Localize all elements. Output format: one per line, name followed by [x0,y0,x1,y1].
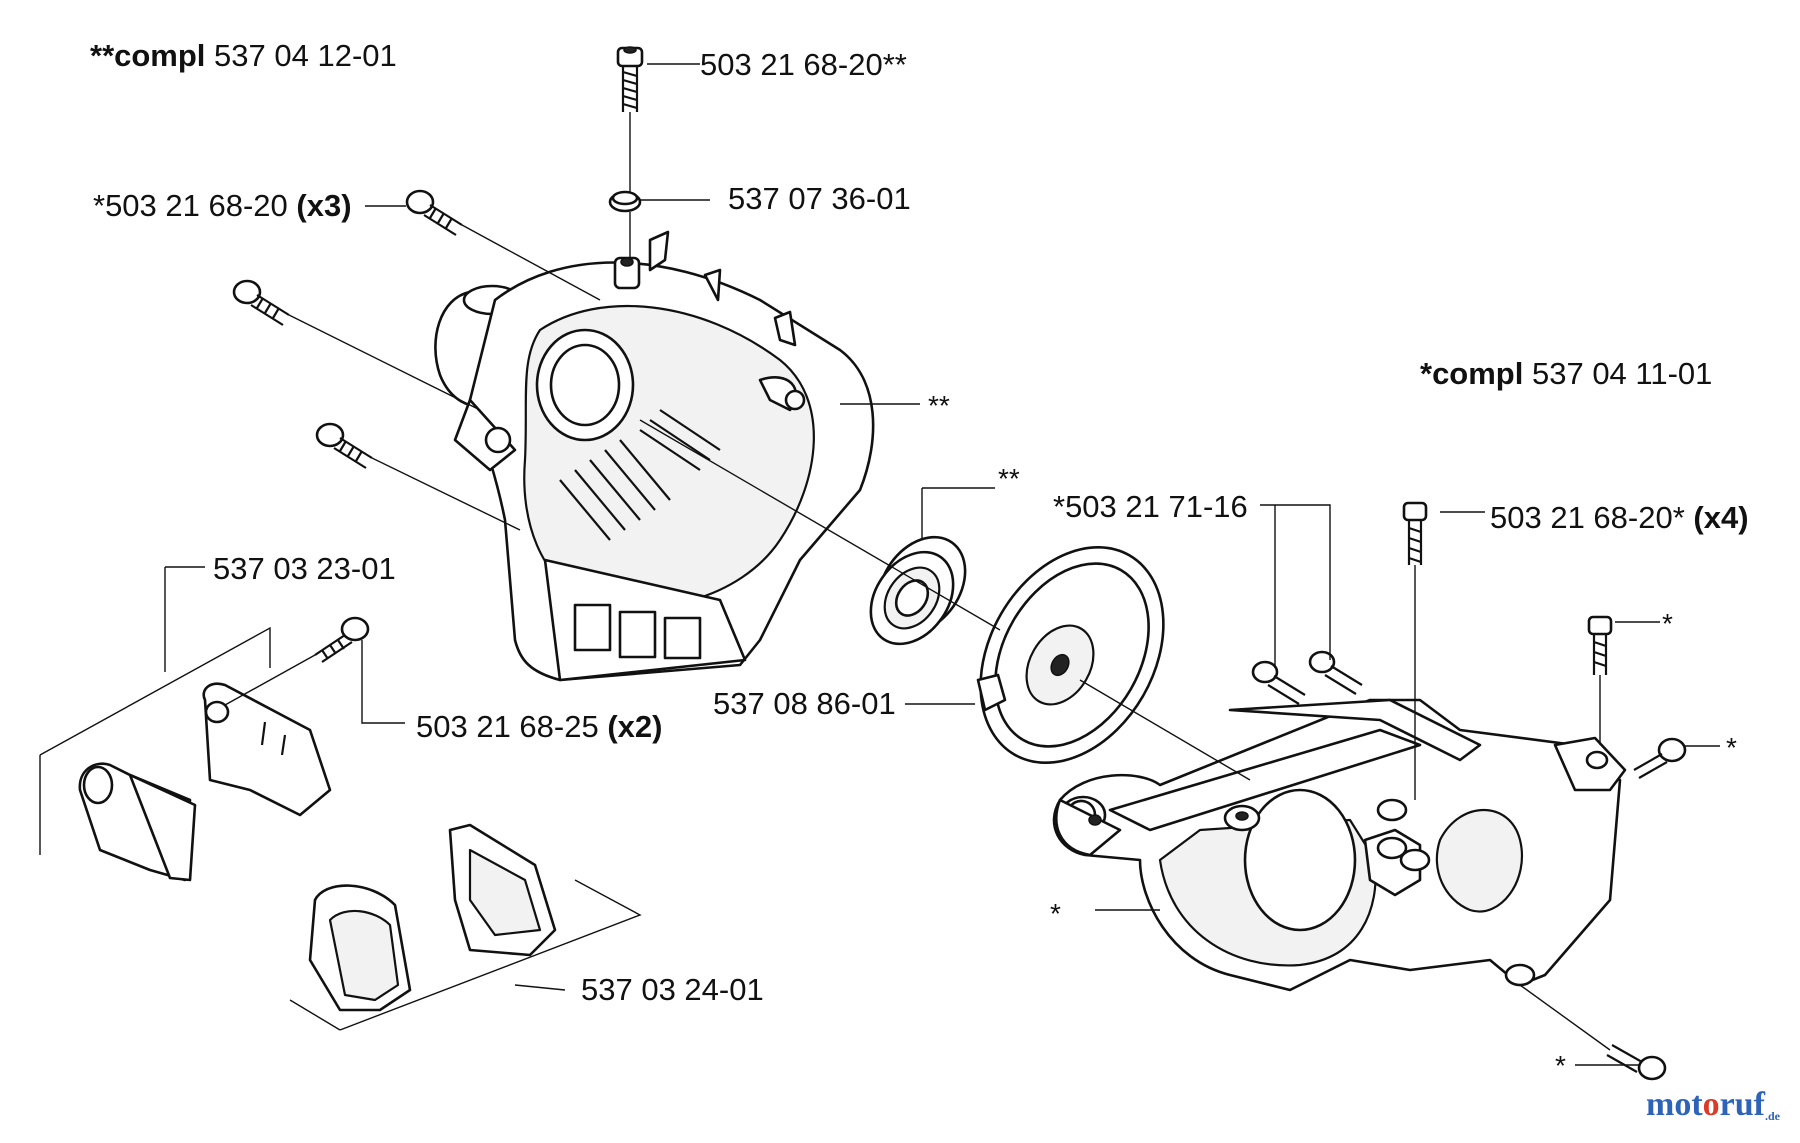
label-bolt-right-qty: (x4) [1693,500,1749,535]
watermark-part3: ruf [1719,1086,1765,1123]
bolt-left-3 [315,422,373,469]
label-compl-upper-number: 537 04 12-01 [214,38,397,73]
bolt-right-vertical [1402,501,1428,565]
mark-bottom-bolt: * [1555,1050,1566,1081]
label-clip: 537 07 36-01 [728,181,911,216]
bolt-top [616,46,644,112]
screws-mid-pair [1251,650,1363,705]
circlip [608,190,642,213]
bolt-left-2 [232,279,290,326]
bracket-lower-pair [308,823,557,1012]
bolt-right-1 [1587,615,1613,675]
label-bolts-left-qty: (x3) [296,188,352,223]
label-bolt-top: 503 21 68-20** [700,47,907,82]
label-bolts-left-number: *503 21 68-20 [93,188,288,223]
mark-lower-housing: * [1050,898,1061,929]
watermark-logo: motoruf.de [1646,1086,1780,1124]
mark-bearing: ** [998,463,1020,494]
mark-right-bolt2: * [1726,732,1737,763]
label-screw-bracket-number: 503 21 68-25 [416,709,599,744]
label-compl-lower: *compl 537 04 11-01 [1420,358,1712,389]
label-screw-bracket-qty: (x2) [607,709,663,744]
leader-lines [39,63,1720,1066]
label-bracket-lower: 537 03 24-01 [581,972,764,1007]
screw-bracket [314,616,370,663]
starter-pulley [976,545,1165,765]
bracket-upper-pair [78,682,332,882]
mark-upper-housing: ** [928,390,950,421]
label-compl-lower-prefix: *compl [1420,356,1524,391]
watermark-suffix: .de [1765,1109,1780,1123]
watermark-part2: o [1702,1086,1720,1123]
bolt-left-1 [405,189,463,236]
mark-right-bolt1: * [1662,608,1673,639]
label-compl-upper: **compl 537 04 12-01 [90,40,397,71]
label-compl-lower-number: 537 04 11-01 [1531,356,1713,391]
label-screw-bracket: 503 21 68-25 (x2) [416,711,662,742]
lower-crankcase-housing [1052,698,1627,992]
crankshaft-bearing [869,535,967,646]
upper-crankcase-housing [434,230,875,682]
label-bolt-right-number: 503 21 68-20* [1490,500,1685,535]
label-screws-mid: *503 21 71-16 [1053,489,1248,524]
label-compl-upper-prefix: **compl [90,38,206,73]
label-starter-pulley: 537 08 86-01 [713,686,896,721]
bolt-bottom-right [1606,1044,1667,1081]
label-bracket-upper: 537 03 23-01 [213,551,396,586]
bolt-right-2 [1633,737,1687,779]
label-bolts-left: *503 21 68-20 (x3) [93,190,352,221]
watermark-part1: mot [1646,1086,1703,1123]
label-bolt-right: 503 21 68-20* (x4) [1490,502,1749,533]
